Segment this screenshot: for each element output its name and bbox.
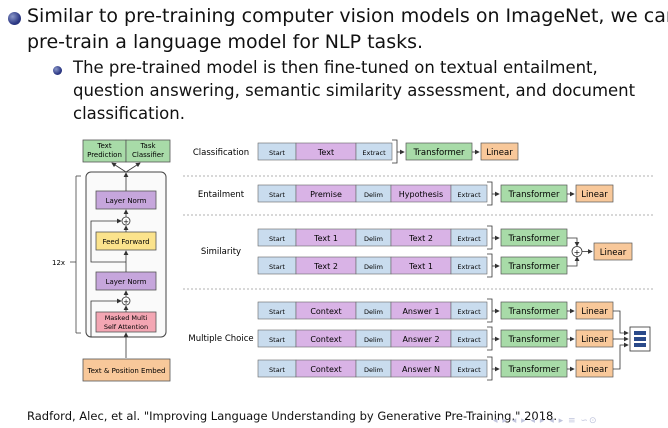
layer-norm-bottom: Layer Norm xyxy=(106,278,147,286)
transformer-block: Transformer xyxy=(507,190,560,200)
transformer-block: Transformer xyxy=(507,365,560,375)
token-extract: Extract xyxy=(457,263,481,271)
linear-block: Linear xyxy=(486,148,513,158)
token-context: Context xyxy=(310,307,341,316)
layer-norm-top: Layer Norm xyxy=(106,197,147,205)
token-start: Start xyxy=(269,263,285,271)
multiple-choice-row-1: Start Context Delim Answer 1 Extract Tra… xyxy=(257,298,614,323)
token-extract: Extract xyxy=(362,149,386,157)
sub-bullet-line-1: The pre-trained model is then fine-tuned… xyxy=(73,58,598,77)
token-answer-2: Answer 2 xyxy=(402,335,439,344)
classification-row: Start Text Extract Transformer Linear xyxy=(257,139,519,164)
token-start: Start xyxy=(269,149,285,157)
similarity-row-2: Start Text 2 Delim Text 1 Extract Transf… xyxy=(257,253,568,278)
text-position-embed: Text & Position Embed xyxy=(87,367,166,375)
task-classifier-line1: Task xyxy=(139,142,156,150)
linear-block: Linear xyxy=(581,335,608,345)
beamer-navigation-icons[interactable]: ◂ ▸ ◂ ▸ ◂ ▸ ◂ ▸ ≡ ∽⊙ xyxy=(493,416,598,426)
token-premise: Premise xyxy=(310,190,342,199)
text-prediction-line1: Text xyxy=(96,142,111,150)
token-extract: Extract xyxy=(457,235,481,243)
sub-bullet-line-3: classification. xyxy=(73,104,185,123)
residual-plus-top: + xyxy=(123,218,129,226)
masked-attention-line2: Self Attention xyxy=(104,323,148,331)
task-label-classification: Classification xyxy=(193,148,249,158)
token-answer-1: Answer 1 xyxy=(402,307,439,316)
token-hypothesis: Hypothesis xyxy=(399,190,443,199)
token-context: Context xyxy=(310,365,341,374)
token-extract: Extract xyxy=(457,191,481,199)
token-answer-n: Answer N xyxy=(402,365,440,374)
linear-block: Linear xyxy=(581,365,608,375)
transformer-block: Transformer xyxy=(507,307,560,317)
token-start: Start xyxy=(269,191,285,199)
citation: Radford, Alec, et al. "Improving Languag… xyxy=(27,409,558,423)
bullet-line-2: pre-train a language model for NLP tasks… xyxy=(27,31,424,53)
multiple-choice-row-2: Start Context Delim Answer 2 Extract Tra… xyxy=(257,326,614,351)
merge-plus: + xyxy=(574,248,581,257)
token-delim: Delim xyxy=(364,191,383,199)
token-start: Start xyxy=(269,235,285,243)
token-text: Text xyxy=(317,148,334,157)
linear-block: Linear xyxy=(581,307,608,317)
token-delim: Delim xyxy=(364,336,383,344)
token-context: Context xyxy=(310,335,341,344)
transformer-block: Transformer xyxy=(507,335,560,345)
token-text-2: Text 2 xyxy=(408,234,433,243)
token-delim: Delim xyxy=(364,366,383,374)
similarity-merge: + Linear xyxy=(567,237,633,267)
similarity-row-1: Start Text 1 Delim Text 2 Extract Transf… xyxy=(257,225,568,250)
token-delim: Delim xyxy=(364,308,383,316)
token-start: Start xyxy=(269,366,285,374)
linear-block: Linear xyxy=(600,248,627,258)
masked-attention-line1: Masked Multi xyxy=(105,314,148,322)
token-text-2: Text 2 xyxy=(313,262,338,271)
text-prediction-line2: Prediction xyxy=(87,151,122,159)
transformer-block: Transformer xyxy=(507,234,560,244)
linear-block: Linear xyxy=(581,190,608,200)
task-label-multiple-choice: Multiple Choice xyxy=(188,334,253,344)
token-text-1: Text 1 xyxy=(313,234,338,243)
multiple-choice-row-3: Start Context Delim Answer N Extract Tra… xyxy=(257,356,614,381)
token-extract: Extract xyxy=(457,308,481,316)
task-classifier-line2: Classifier xyxy=(132,151,164,159)
task-label-similarity: Similarity xyxy=(201,247,241,257)
task-label-entailment: Entailment xyxy=(198,190,245,200)
token-extract: Extract xyxy=(457,336,481,344)
token-delim: Delim xyxy=(364,263,383,271)
token-text-1: Text 1 xyxy=(408,262,433,271)
softmax-output-icon xyxy=(613,310,651,370)
transformer-block: Transformer xyxy=(412,148,465,158)
residual-plus-bottom: + xyxy=(123,298,129,306)
token-delim: Delim xyxy=(364,235,383,243)
entailment-row: Start Premise Delim Hypothesis Extract T… xyxy=(257,181,614,206)
token-start: Start xyxy=(269,336,285,344)
sub-bullet-line-2: question answering, semantic similarity … xyxy=(73,81,636,100)
sub-bullet-icon xyxy=(53,66,62,75)
bullet-line-1: Similar to pre-training computer vision … xyxy=(27,5,668,27)
transformer-block: Transformer xyxy=(507,262,560,272)
bullet-icon xyxy=(8,12,21,25)
architecture-panel: Text Prediction Task Classifier 12x Laye… xyxy=(52,139,171,382)
token-extract: Extract xyxy=(457,366,481,374)
token-start: Start xyxy=(269,308,285,316)
feed-forward: Feed Forward xyxy=(102,238,149,246)
repeat-12x-label: 12x xyxy=(52,259,65,267)
